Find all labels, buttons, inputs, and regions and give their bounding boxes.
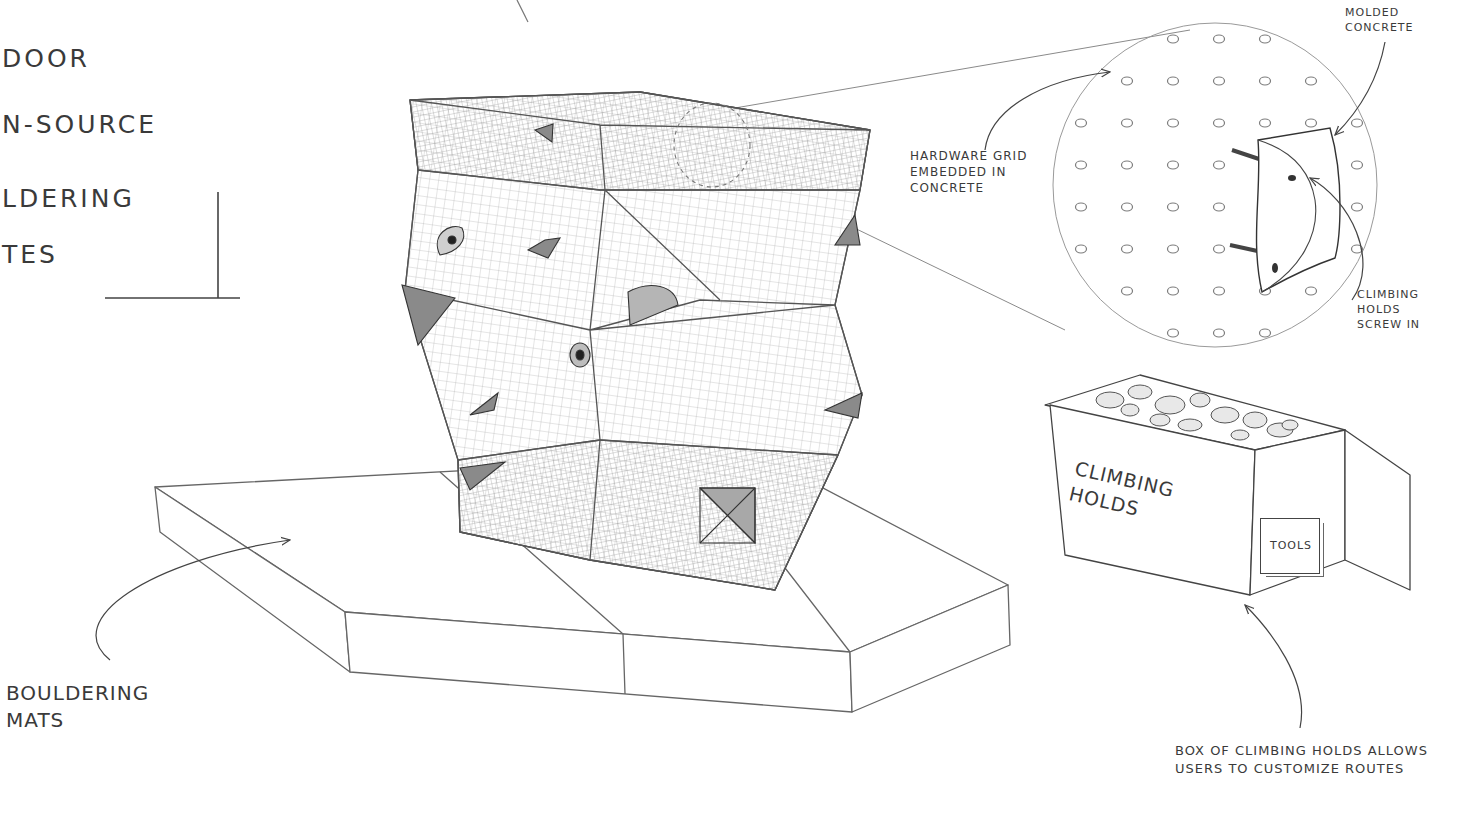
box-face — [1250, 430, 1345, 595]
mat-side — [155, 487, 350, 672]
hold-bolt — [1272, 263, 1278, 273]
stored-hold — [1150, 414, 1170, 426]
climbing-hold — [700, 488, 755, 543]
callout-note: BOX OF CLIMBING HOLDS ALLOWS USERS TO CU… — [1175, 742, 1455, 777]
mat-front — [345, 612, 852, 712]
callout-note: HARDWARE GRID EMBEDDED IN CONCRETE — [910, 148, 1038, 197]
climbing-hold — [437, 227, 463, 255]
climbing-hold — [402, 285, 455, 345]
stored-hold — [1128, 385, 1152, 399]
boulder-top-band — [410, 92, 870, 190]
title-fragment: N-SOURCE — [2, 108, 262, 142]
hold-edge — [1258, 140, 1316, 292]
stored-hold — [1155, 396, 1185, 414]
stored-hold — [1190, 393, 1210, 407]
stored-hold — [1282, 420, 1298, 430]
detail-circle — [1053, 23, 1377, 347]
mat-side — [850, 585, 1010, 712]
climbing-hold — [528, 238, 560, 258]
climbing-hold — [628, 286, 678, 325]
leader-line — [985, 72, 1110, 150]
title-fragment: DOOR — [2, 42, 262, 76]
boulder-hatching — [405, 92, 870, 590]
climbing-hold — [700, 488, 755, 543]
leader-line — [1245, 605, 1302, 728]
boulder-bottom-band — [458, 440, 838, 590]
stored-hold — [1096, 392, 1124, 408]
molded-hold — [1257, 128, 1340, 292]
stored-hold — [1178, 419, 1202, 431]
box-label: TOOLS — [1261, 539, 1321, 554]
facet-edge — [405, 100, 870, 560]
climbing-hold — [460, 462, 505, 490]
boulder-body — [405, 92, 870, 590]
stored-hold — [1121, 404, 1139, 416]
box-face — [1050, 405, 1255, 595]
detail-marker — [674, 103, 750, 187]
box-face — [1345, 430, 1410, 590]
leader-line — [1335, 42, 1385, 135]
tools-box: TOOLS — [1260, 518, 1320, 574]
climbing-hold — [535, 124, 553, 142]
callout-note: BOULDERING MATS — [6, 680, 196, 734]
hold-edge — [700, 488, 755, 543]
stored-hold — [1211, 407, 1239, 423]
stored-hold — [1243, 412, 1267, 428]
leader-line — [96, 540, 290, 660]
climbing-hold — [835, 215, 860, 245]
callout-note: MOLDED CONCRETE — [1345, 6, 1445, 36]
title-fragment: LDERING — [2, 182, 262, 216]
callout-note: CLIMBING HOLDS SCREW IN — [1357, 288, 1445, 333]
title-fragment: TES — [2, 238, 262, 272]
leader-line — [1310, 178, 1363, 300]
stored-hold — [1231, 430, 1249, 440]
sketch-stroke — [517, 0, 528, 22]
hold-bolt — [1288, 175, 1296, 181]
climbing-hold — [825, 393, 862, 418]
hold-bolt — [576, 350, 584, 360]
storage-box: CLIMBING HOLDSTOOLS — [1040, 370, 1420, 605]
climbing-hold — [570, 343, 590, 367]
hold-bolt — [448, 236, 456, 244]
climbing-hold — [470, 393, 498, 415]
